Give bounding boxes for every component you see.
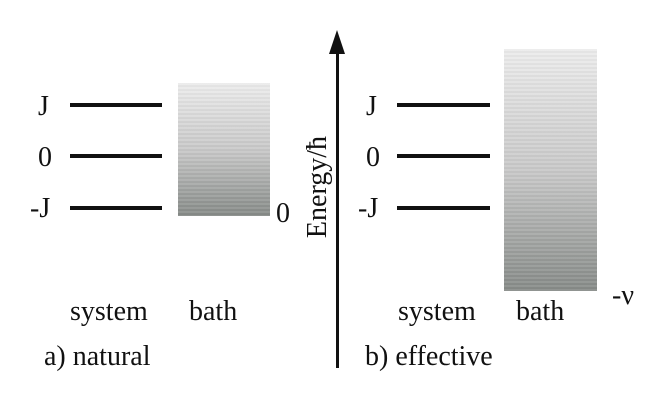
level-label-minus-j: -J [30,193,51,224]
system-label: system [398,296,476,327]
level-label-j: J [38,91,49,122]
bath-bottom-label: 0 [276,198,290,229]
bath-spectrum-effective [504,49,597,291]
level-label-minus-j: -J [358,193,379,224]
bath-spectrum-natural [178,83,270,216]
level-label-j: J [366,91,377,122]
level-label-0: 0 [38,142,52,173]
bath-bottom-label: -ν [612,280,634,311]
energy-level-0 [397,154,490,158]
energy-level-j [70,103,162,107]
bath-label: bath [189,296,238,327]
energy-level-minus-j [70,206,162,210]
caption-effective: b) effective [365,341,493,372]
bath-label: bath [516,296,565,327]
arrow-up-icon [329,30,345,54]
energy-level-j [397,103,490,107]
system-label: system [70,296,148,327]
energy-axis-line [336,50,339,368]
caption-natural: a) natural [44,341,151,372]
energy-axis-label: Energy/ħ [302,135,333,239]
level-label-0: 0 [366,142,380,173]
energy-level-minus-j [397,206,490,210]
energy-level-0 [70,154,162,158]
